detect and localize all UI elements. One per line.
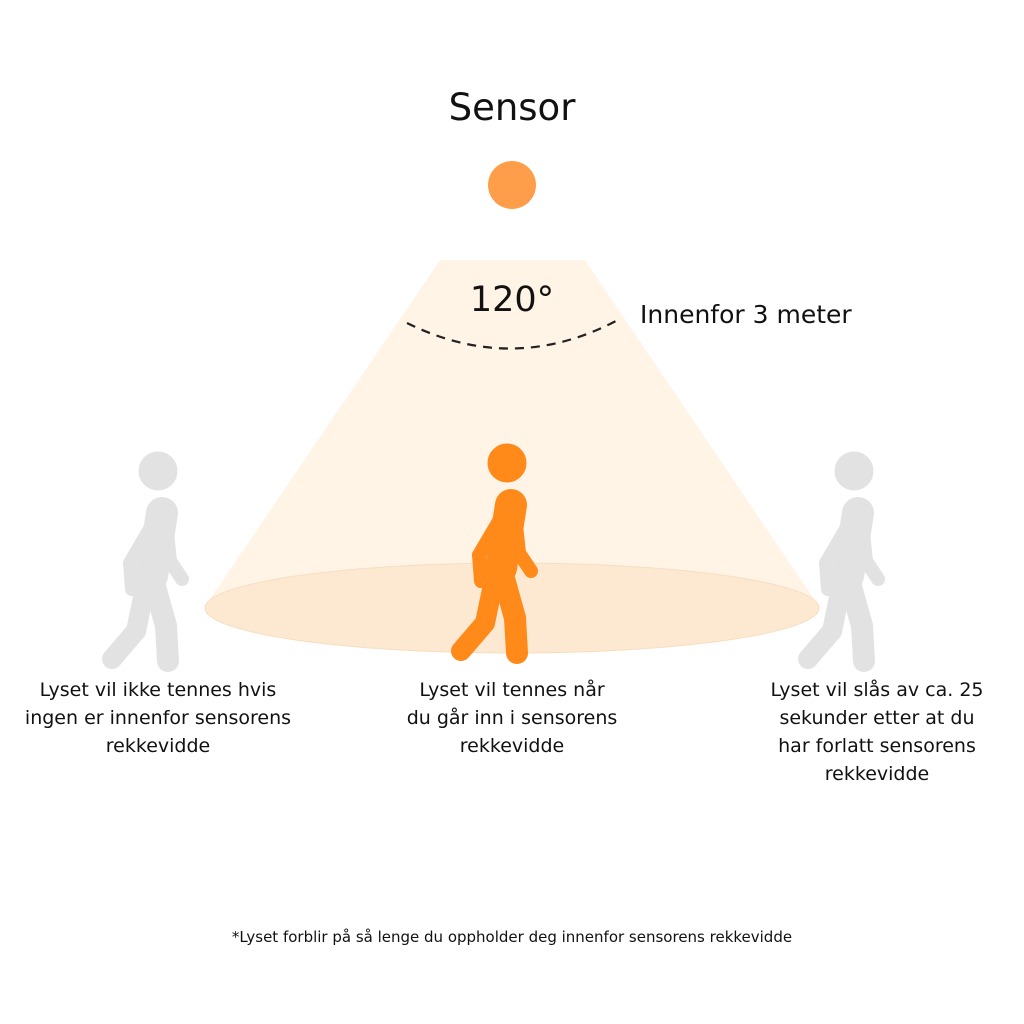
range-label: Innenfor 3 meter xyxy=(640,300,852,329)
person-outside-left-icon xyxy=(112,452,182,661)
footnote: *Lyset forblir på så lenge du oppholder … xyxy=(231,928,793,946)
detection-cone xyxy=(206,260,818,605)
diagram-title: Sensor xyxy=(448,86,576,129)
angle-label: 120° xyxy=(469,280,555,320)
sensor-dot xyxy=(488,161,536,209)
caption-outside-range: Lyset vil ikke tennes hvis ingen er inne… xyxy=(24,679,292,757)
caption-inside-range: Lyset vil tennes når du går inn i sensor… xyxy=(406,679,618,757)
person-left-area-icon xyxy=(808,452,878,661)
caption-after-leaving: Lyset vil slås av ca. 25 sekunder etter … xyxy=(770,679,984,785)
